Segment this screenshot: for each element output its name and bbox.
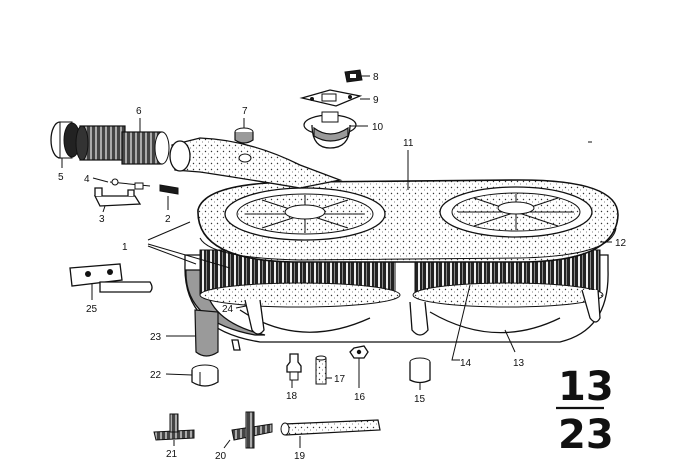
callout-10: 10: [372, 122, 384, 133]
callout-16: 16: [354, 392, 366, 403]
rubber-sleeve: [191, 364, 219, 387]
callout-17: 17: [334, 374, 346, 385]
callout-13: 13: [513, 358, 525, 369]
connection-nipple: [286, 353, 302, 381]
callout-2: 2: [165, 214, 171, 225]
hose-bolt: [315, 355, 327, 385]
callout-1: 1: [122, 242, 128, 253]
callout-15: 15: [414, 394, 426, 405]
air-filter-housing: [169, 137, 619, 357]
sealing-cap: [234, 127, 254, 144]
callout-21: 21: [166, 449, 178, 460]
callout-24: 24: [222, 304, 234, 315]
leader-lines: [61, 75, 612, 449]
group-code-top: 13: [558, 364, 614, 410]
callout-6: 6: [136, 106, 142, 117]
callout-25: 25: [86, 304, 98, 315]
callout-19: 19: [294, 451, 306, 461]
t-connector: [153, 413, 195, 441]
rubber-bush: [409, 357, 431, 384]
retaining-clip: [344, 69, 363, 83]
group-code: 13 23: [556, 364, 614, 458]
callout-5: 5: [58, 172, 64, 183]
gasket-plate: [299, 89, 363, 107]
hex-nut: [349, 345, 369, 359]
callout-8: 8: [373, 72, 379, 83]
screw-and-grommet: [109, 178, 179, 195]
callout-11: 11: [403, 138, 414, 149]
callout-3: 3: [99, 214, 105, 225]
callout-9: 9: [373, 95, 379, 106]
mounting-bracket: [93, 187, 142, 207]
callout-23: 23: [150, 332, 162, 343]
callout-4: 4: [84, 174, 90, 185]
callout-20: 20: [215, 451, 227, 461]
callout-18: 18: [286, 391, 298, 402]
callout-14: 14: [460, 358, 472, 369]
callout-labels: 1 2 3 4 5 6 7 8 9 10 11 12 13 14 15 16 1…: [58, 72, 627, 461]
callout-22: 22: [150, 370, 162, 381]
vent-hose: [280, 419, 381, 436]
callout-7: 7: [242, 106, 248, 117]
group-code-bottom: 23: [558, 412, 614, 458]
intake-hose-assembly: [50, 121, 170, 165]
callout-12: 12: [615, 238, 627, 249]
control-valve: [303, 111, 357, 149]
cross-connector: [231, 411, 273, 449]
support-bracket: [69, 263, 153, 293]
